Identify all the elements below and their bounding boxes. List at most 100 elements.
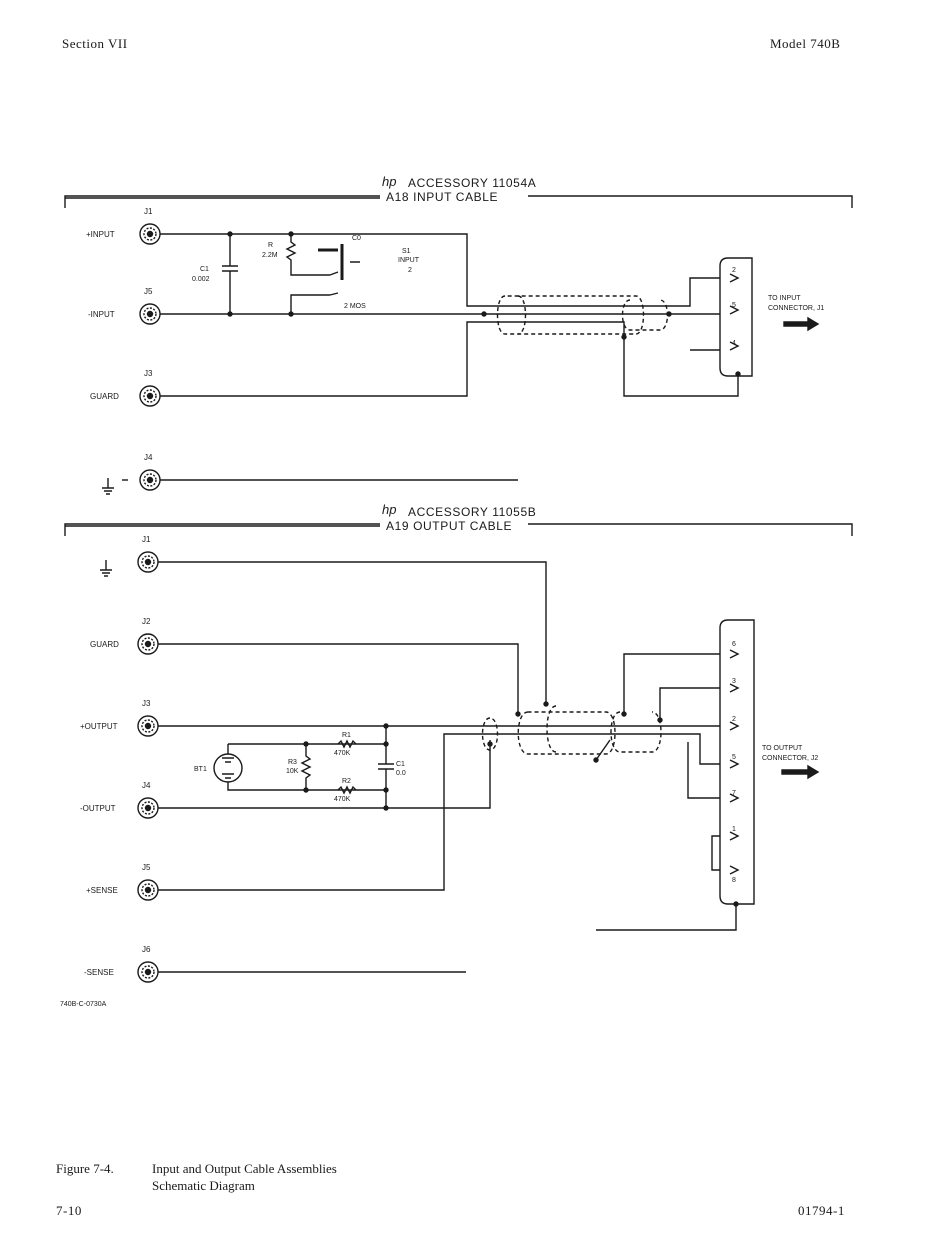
svg-text:J1: J1 xyxy=(142,535,151,544)
svg-text:+INPUT: +INPUT xyxy=(86,230,115,239)
output-minus-wire xyxy=(158,740,491,809)
svg-text:J4: J4 xyxy=(142,781,151,790)
input-plus-wire xyxy=(160,233,484,307)
capacitor-c1: C1 0.0 xyxy=(378,723,406,811)
svg-text:10K: 10K xyxy=(286,768,299,775)
output-cable-subtitle: A19 OUTPUT CABLE xyxy=(386,519,512,533)
input-cable-subtitle: A18 INPUT CABLE xyxy=(386,190,498,204)
output-ground-wire xyxy=(158,561,547,704)
svg-text:470K: 470K xyxy=(334,796,351,803)
svg-text:1: 1 xyxy=(732,826,736,833)
ground-icon xyxy=(102,478,114,495)
section-header: Section VII xyxy=(62,36,128,51)
output-destination-line2: CONNECTOR, J2 xyxy=(762,755,818,762)
jack-input-guard: J3 GUARD xyxy=(90,369,161,407)
svg-text:R3: R3 xyxy=(288,759,297,766)
input-switch-s1: S1 INPUT 2 2 MOS C0 xyxy=(288,235,420,317)
svg-text:-OUTPUT: -OUTPUT xyxy=(80,804,116,813)
resistor-r2: R2 470K xyxy=(334,778,357,803)
svg-text:+SENSE: +SENSE xyxy=(86,886,118,895)
input-resistor-r1: R 2.2M xyxy=(262,231,330,276)
figure-title: Input and Output Cable Assemblies xyxy=(152,1161,337,1176)
input-cable-hp-logo: hp xyxy=(382,174,396,189)
svg-text:7: 7 xyxy=(732,790,736,797)
input-cable-title: ACCESSORY 11054A xyxy=(408,176,536,190)
jack-input-ground: J4 xyxy=(102,453,161,495)
output-destination-line1: TO OUTPUT xyxy=(762,745,803,752)
svg-text:5: 5 xyxy=(732,754,736,761)
input-connector-j1: 2 5 4 xyxy=(719,257,753,377)
svg-text:8: 8 xyxy=(732,877,736,884)
input-guard-wire xyxy=(160,321,484,397)
arrow-right-icon xyxy=(781,764,820,780)
output-cable-assembly: hp ACCESSORY 11055B A19 OUTPUT CABLE J1 … xyxy=(60,502,853,1008)
jack-output-ground: J1 xyxy=(100,535,159,577)
input-shielded-cable xyxy=(481,277,739,397)
jack-input-minus: J5 -INPUT xyxy=(88,287,161,325)
page-number: 7-10 xyxy=(56,1203,82,1218)
svg-text:6: 6 xyxy=(732,641,736,648)
svg-text:R2: R2 xyxy=(342,778,351,785)
jack-output-minus: J4 -OUTPUT xyxy=(80,781,159,819)
ground-icon xyxy=(100,560,112,577)
svg-text:3: 3 xyxy=(732,678,736,685)
svg-text:J6: J6 xyxy=(142,945,151,954)
jack-output-plus: J3 +OUTPUT xyxy=(80,699,159,737)
svg-text:470K: 470K xyxy=(334,750,351,757)
jack-sense-minus: J6 -SENSE xyxy=(84,945,159,983)
svg-text:J3: J3 xyxy=(142,699,151,708)
svg-text:GUARD: GUARD xyxy=(90,640,119,649)
svg-text:INPUT: INPUT xyxy=(398,257,420,264)
svg-text:BT1: BT1 xyxy=(194,766,207,773)
svg-text:J3: J3 xyxy=(144,369,153,378)
figure-subtitle: Schematic Diagram xyxy=(152,1178,255,1193)
drawing-number: 740B-C-0730A xyxy=(60,1001,107,1008)
input-destination-line1: TO INPUT xyxy=(768,295,801,302)
svg-text:+OUTPUT: +OUTPUT xyxy=(80,722,118,731)
output-guard-wire xyxy=(158,643,519,712)
svg-text:GUARD: GUARD xyxy=(90,392,119,401)
svg-text:2.2M: 2.2M xyxy=(262,252,278,259)
svg-text:R: R xyxy=(268,242,273,249)
svg-text:J1: J1 xyxy=(144,207,153,216)
svg-text:J2: J2 xyxy=(142,617,151,626)
svg-text:0.002: 0.002 xyxy=(192,276,210,283)
svg-text:C1: C1 xyxy=(396,761,405,768)
output-cable-title: ACCESSORY 11055B xyxy=(408,505,536,519)
svg-text:5: 5 xyxy=(732,302,736,309)
output-connector-j2: 6 3 2 5 7 1 8 xyxy=(596,619,755,931)
figure-number: Figure 7-4. xyxy=(56,1161,114,1176)
output-shielded-cable xyxy=(481,653,720,799)
jack-output-guard: J2 GUARD xyxy=(90,617,159,655)
jack-sense-plus: J5 +SENSE xyxy=(86,863,159,901)
input-capacitor-c1: C1 0.002 xyxy=(192,231,238,317)
svg-text:-SENSE: -SENSE xyxy=(84,968,114,977)
output-cable-hp-logo: hp xyxy=(382,502,396,517)
model-header: Model 740B xyxy=(770,36,841,51)
sense-plus-wire xyxy=(158,733,720,891)
svg-text:C1: C1 xyxy=(200,266,209,273)
svg-text:R1: R1 xyxy=(342,732,351,739)
svg-text:-INPUT: -INPUT xyxy=(88,310,115,319)
svg-text:J5: J5 xyxy=(144,287,153,296)
svg-text:C0: C0 xyxy=(352,235,361,242)
jack-input-plus: J1 +INPUT xyxy=(86,207,161,245)
svg-text:2 MOS: 2 MOS xyxy=(344,303,366,310)
input-cable-assembly: hp ACCESSORY 11054A A18 INPUT CABLE J1 +… xyxy=(64,174,853,495)
svg-text:S1: S1 xyxy=(402,248,411,255)
input-destination-line2: CONNECTOR, J1 xyxy=(768,305,824,312)
svg-text:J5: J5 xyxy=(142,863,151,872)
input-cable-bracket xyxy=(64,195,853,208)
svg-text:0.0: 0.0 xyxy=(396,770,406,777)
output-cable-bracket xyxy=(64,523,853,536)
resistor-r3: R3 10K xyxy=(286,741,312,793)
battery-bt1: BT1 xyxy=(194,743,386,791)
svg-text:J4: J4 xyxy=(144,453,153,462)
arrow-right-icon xyxy=(783,316,820,332)
svg-text:2: 2 xyxy=(408,267,412,274)
resistor-r1: R1 470K xyxy=(334,732,357,757)
svg-text:4: 4 xyxy=(732,340,736,347)
document-number: 01794-1 xyxy=(798,1203,845,1218)
svg-text:2: 2 xyxy=(732,267,736,274)
